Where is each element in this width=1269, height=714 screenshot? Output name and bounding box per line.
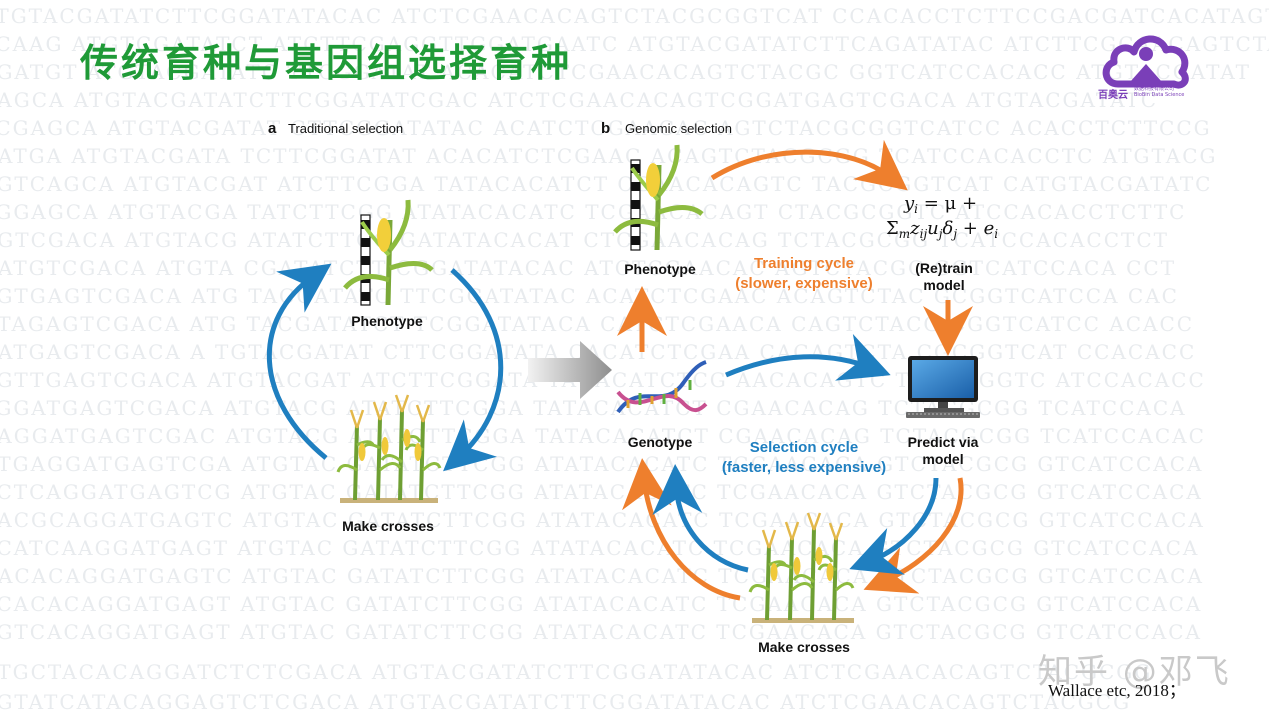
arrow-predict-to-crosses-blue (849, 477, 939, 575)
eq-z: z (909, 218, 920, 239)
dna-line: ACTCAGGATGAGTCG ATGTAC GATATCTTCGG ATATA… (0, 480, 1203, 504)
watermark: 知乎 @邓飞 (1038, 652, 1231, 692)
dna-line: ACACACAGGATGAGT ATGTAC GATATCTTCGG ATATA… (0, 592, 1203, 616)
computer-icon (906, 356, 980, 418)
dna-line: TCAAG ATGTCGATATCT ATCTTCGAGGTTGGATGAATC… (0, 32, 1269, 56)
dna-line: CTGCTACACAGGATCTCTCGACA ATGTACGATATCTTCG… (0, 660, 1153, 684)
dna-line: TGGATGAGTCGACA ATGTACG ATATCTTCGGA TATAC… (0, 396, 1187, 420)
corn-field-icon (336, 394, 442, 503)
training-cycle-sublabel: (slower, expensive) (735, 275, 873, 292)
dna-line: AGTGAGTCGACA ATG TACGATATC TTCGGATATAC A… (0, 284, 1179, 308)
eq-j1: j (936, 227, 943, 241)
dna-line: CAGCA ATGTACGATATCTTCGGATATCGAC ATCTCGAA… (0, 88, 1159, 112)
eq-e: + e (957, 218, 994, 239)
eq-sigma: Σ (886, 218, 899, 239)
panel-a-arrow-crosses-to-phenotype (267, 263, 332, 460)
dna-line: CGTCGACA ATGTACG ATATCTTCG GATATACACAT C… (0, 228, 1169, 252)
transition-arrow-icon (528, 341, 612, 399)
dna-line: AGTCACAGGATGAGT ATGTAC GATATCTTCGG ATATA… (0, 620, 1202, 644)
panel-b-phenotype-label: Phenotype (624, 261, 696, 277)
eq-ij: ij (920, 227, 928, 241)
logo-subtitle-cn: 数据科技有限公司 (1134, 86, 1175, 92)
arrow-crosses-to-genotype-orange (622, 458, 741, 601)
corn-plant-with-ruler-icon (343, 199, 434, 306)
page-title: 传统育种与基因组选择育种 (80, 41, 573, 85)
dna-line: GATGTCGACA ATGTA CGATATCTT CGGATATACAC A… (0, 256, 1177, 280)
dna-line: AGATGT ATGTACGATATC TTCGGATAT ACACATCTCG… (0, 60, 1252, 84)
retrain-label-2: model (923, 277, 964, 293)
panel-a-letter: a (268, 120, 277, 137)
dna-line: GATGA ATGTACGATA TCTTCGGATAT ACACATCTCGA… (0, 144, 1218, 168)
predict-label: Predict via (908, 434, 979, 450)
dna-line: CAGGATGAGTCGAC ATGTACG ATATCTTCGGA TATAC… (0, 424, 1206, 448)
arrow-crosses-to-genotype-blue (652, 464, 749, 573)
arrow-genotype-to-predict (725, 333, 891, 381)
eq-mu: = μ + (918, 193, 977, 214)
panel-b-crosses-label: Make crosses (758, 639, 850, 655)
dna-helix-icon (616, 360, 708, 414)
dna-line: AGTATCATACAGGAGTCTCGACA ATGTACGATATCTTCG… (0, 690, 1132, 714)
dna-line: GACACAGGATGAGTC ATGTAC GATATCTTCGG ATATA… (0, 564, 1204, 588)
corn-plant-with-ruler-icon (613, 144, 704, 251)
eq-y: y (903, 193, 915, 214)
selection-cycle-sublabel: (faster, less expensive) (722, 459, 886, 476)
dna-line: CACGCAGGATGAGTC ATGTAC GATATCTTCGG ATATA… (0, 508, 1205, 532)
svg-text:yi = μ +: yi = μ + (903, 193, 977, 216)
dna-line: CTAGAGTCGACA ATG TACGATATCT TCGGATATACA … (0, 312, 1195, 336)
panel-a-heading: Traditional selection (288, 121, 403, 136)
logo-subtitle-en: BioBin Data Science (1134, 92, 1185, 98)
panel-b-letter: b (601, 120, 610, 137)
corn-field-icon (748, 512, 855, 623)
eq-i2: i (994, 227, 998, 241)
cloud-logo-icon (1102, 35, 1189, 89)
model-equation: yi = μ + Σmzijujδj + ei (886, 193, 998, 241)
arrow-phenotype-to-model (710, 139, 908, 191)
eq-i: i (914, 202, 918, 216)
dna-line: TGGAGCA ATGTACGA TATCTTCGG ATATACACATC T… (0, 200, 1187, 224)
panel-a-phenotype-label: Phenotype (351, 313, 423, 329)
predict-label-2: model (922, 451, 963, 467)
arrow-predict-to-crosses-orange (863, 477, 964, 594)
retrain-label: (Re)train (915, 260, 973, 276)
dna-line: ACATCAAGGATGAGT ATGTAC GATATCTTCGG ATATA… (0, 536, 1200, 560)
citation: Wallace etc, 2018； (1048, 681, 1186, 700)
panel-a-crosses-label: Make crosses (342, 518, 434, 534)
panel-b-genotype-label: Genotype (628, 434, 693, 450)
logo-subtitle: 数据科技有限公司 BioBin Data Science (1134, 86, 1184, 98)
eq-delta: δ (943, 218, 954, 239)
dna-line: CTGAGGATGAGTCGA ATGTAC GATATCTTCGG ATATA… (0, 452, 1204, 476)
dna-line: TCGAGCA ATGTACGATAT CTTCGGATATAC ACATCTC… (0, 116, 1212, 140)
eq-m: m (899, 227, 910, 241)
training-cycle-label: Training cycle (754, 255, 854, 272)
logo-name: 百奥云 (1098, 90, 1128, 101)
svg-text:Σmzijujδj + ei: Σmzijujδj + ei (886, 218, 998, 241)
panel-b-heading: Genomic selection (625, 121, 732, 136)
eq-j2: j (950, 227, 957, 241)
eq-u: u (927, 218, 939, 239)
selection-cycle-label: Selection cycle (750, 439, 858, 456)
dna-line: ATGTACGATATCTTCGGATATACAC ATCTCGAACACAGT… (0, 4, 1269, 28)
panel-a-arrow-phenotype-to-crosses (443, 268, 504, 472)
dna-line: AGTCAGCA ATGTACGAT ATCTTCGGA TATACACATCT… (0, 172, 1213, 196)
